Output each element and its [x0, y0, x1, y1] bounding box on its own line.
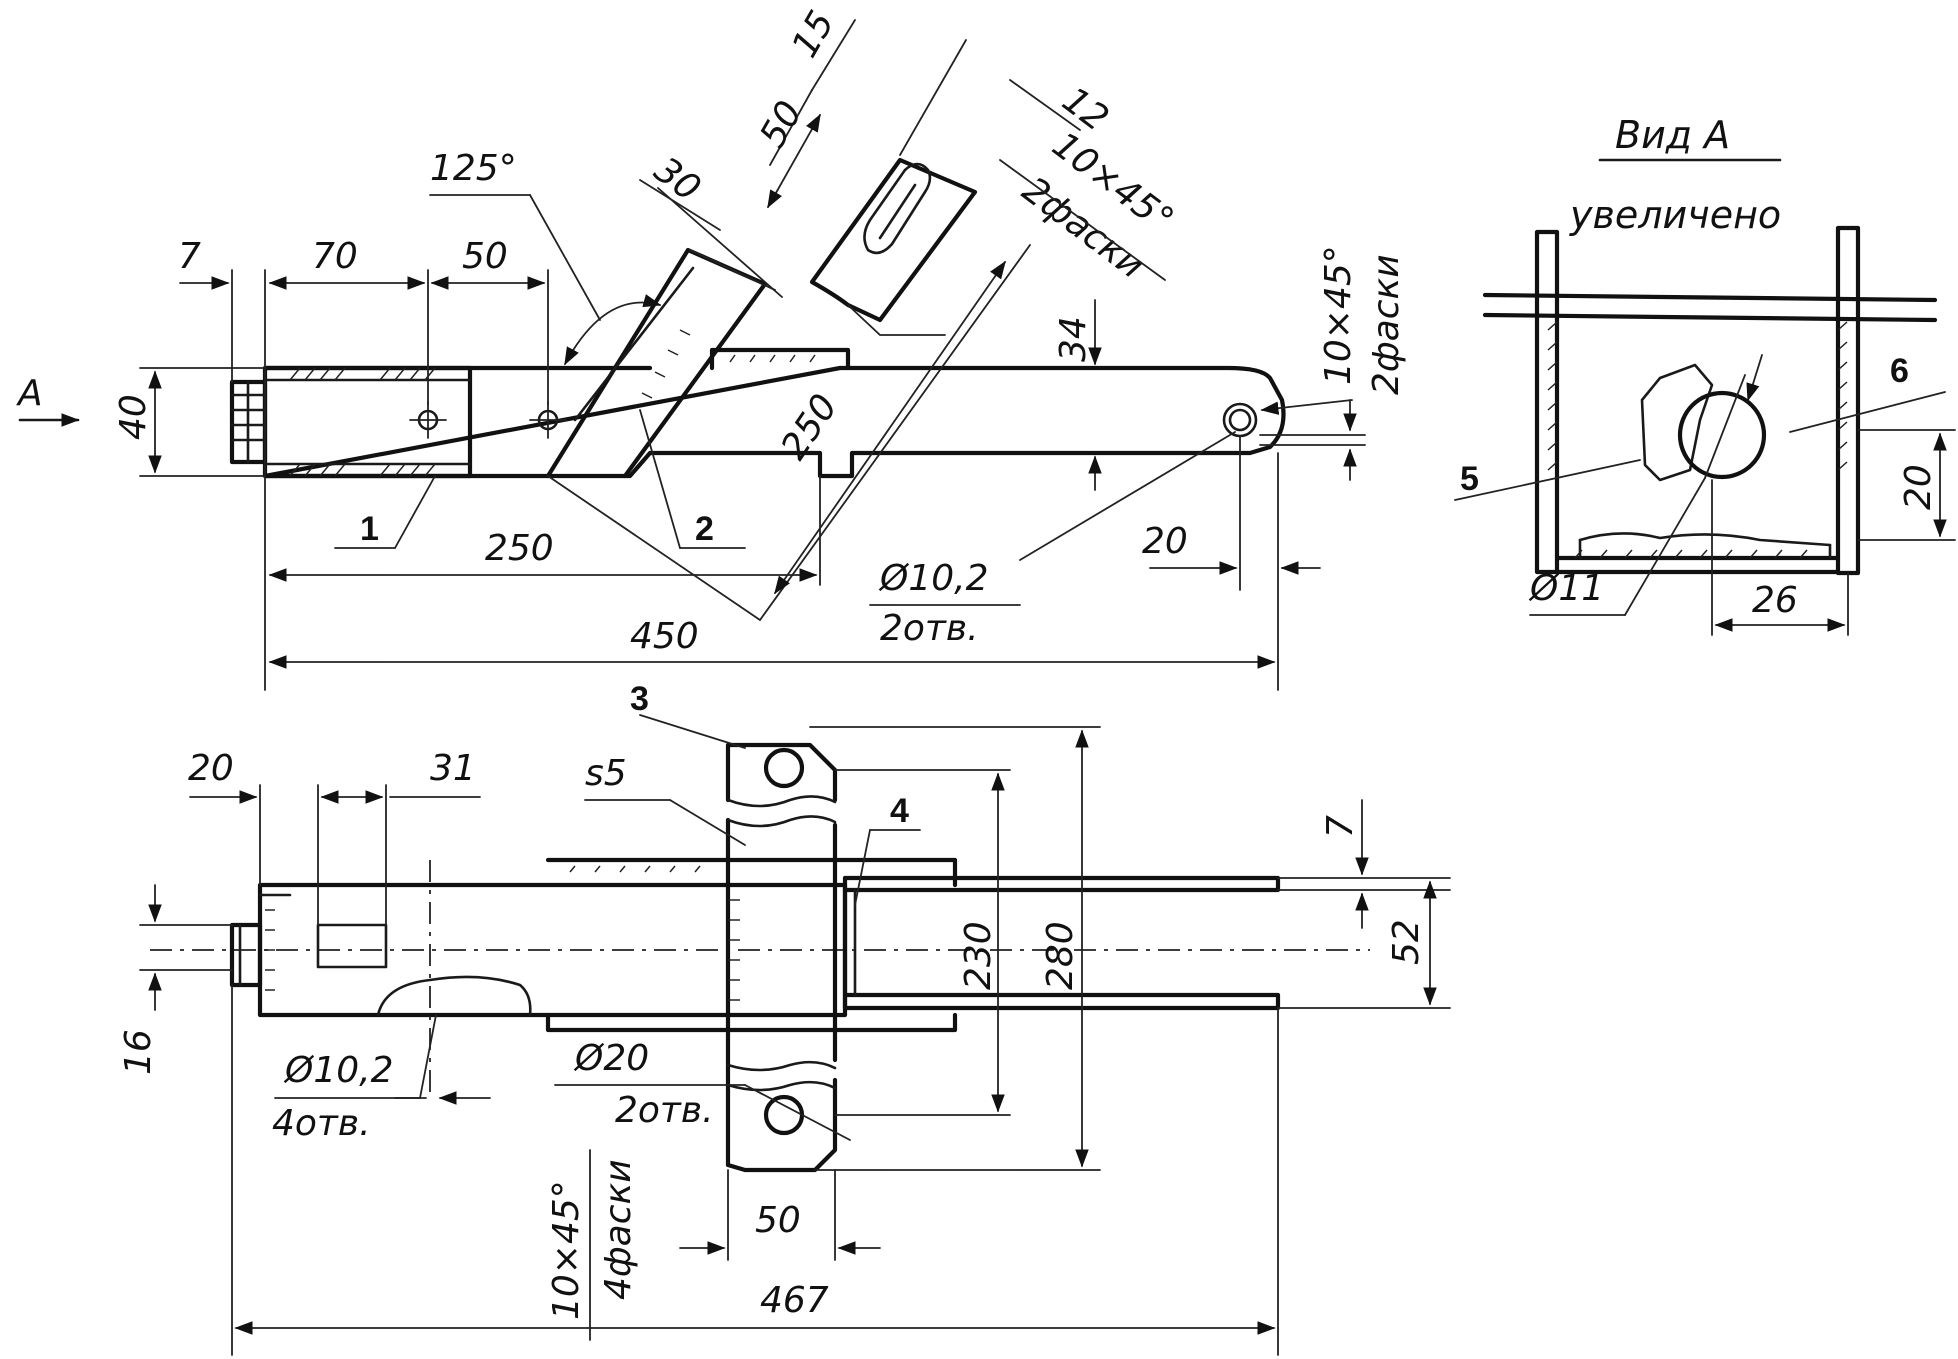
part-label-1: 1 [360, 510, 379, 548]
side-view: 20 31 s5 16 Ø10,2 4отв. Ø20 2отв. 10×45°… [118, 680, 1451, 1356]
chamfer-side-a: 10×45° [546, 1180, 587, 1320]
side-end-cap [229, 922, 263, 988]
part-label-6: 6 [1890, 352, 1909, 390]
beam-outline [262, 365, 1286, 479]
part-label-3: 3 [630, 680, 649, 718]
dim-34: 34 [1053, 316, 1094, 362]
hole1-callout-a: Ø10,2 [283, 1050, 394, 1091]
bottom-plate [1554, 555, 1841, 575]
part-3-bar [725, 742, 838, 1173]
part-label-4: 4 [890, 792, 909, 830]
chamfer2-a: 10×45° [1318, 245, 1359, 385]
part-4-fork [842, 875, 1281, 1011]
dim-s5: s5 [585, 753, 627, 794]
hole-callout-b: 2отв. [880, 608, 979, 649]
dim-52: 52 [1386, 919, 1427, 965]
dim-250-horizontal: 250 [485, 528, 554, 569]
dim-50-side: 50 [755, 1200, 801, 1241]
view-a: Вид А увеличено [1454, 113, 1956, 636]
dim-7-side: 7 [1320, 815, 1361, 838]
dim-70: 70 [312, 236, 358, 277]
dim-230: 230 [958, 921, 999, 990]
dim-31: 31 [430, 748, 476, 789]
hole1-callout-b: 4отв. [272, 1103, 371, 1144]
dim-20-side: 20 [188, 748, 234, 789]
dim-30: 30 [647, 149, 708, 209]
part-label-2: 2 [695, 510, 714, 548]
view-a-title: Вид А [1615, 113, 1730, 157]
rod [1482, 292, 1938, 323]
dim-20-view-a: 20 [1898, 464, 1939, 510]
bar-hole-top [763, 747, 805, 789]
dim-40: 40 [113, 394, 154, 440]
view-a-subtitle: увеличено [1569, 193, 1781, 237]
bottom-strip [545, 1012, 958, 1033]
part-5-bracket [1640, 363, 1714, 482]
chamfer-side-b: 4фаски [598, 1159, 639, 1300]
dim-280: 280 [1040, 921, 1081, 990]
slot [863, 162, 932, 255]
view-a-arrow-label: A [16, 373, 43, 414]
dim-16: 16 [118, 1029, 159, 1075]
dim-26: 26 [1752, 580, 1798, 621]
top-view: 7 70 50 40 A 125° 30 15 50 12 10×45° 2фа… [16, 4, 1407, 691]
part-label-5: 5 [1460, 460, 1479, 498]
dim-dia-11: Ø11 [1528, 568, 1604, 609]
tube-hatching [289, 367, 436, 477]
dim-7: 7 [178, 236, 201, 277]
part-6-circle [1677, 390, 1767, 480]
chamfer2-b: 2фаски [1366, 254, 1407, 395]
right-wall [1835, 225, 1861, 576]
dim-20-top: 20 [1142, 521, 1188, 562]
hole2-callout-a: Ø20 [573, 1038, 649, 1079]
dim-50: 50 [462, 236, 508, 277]
hole2-callout-b: 2отв. [615, 1090, 714, 1131]
dim-467: 467 [760, 1280, 829, 1321]
part-1-tube [262, 365, 473, 479]
dim-450: 450 [630, 616, 699, 657]
left-wall [1534, 229, 1560, 575]
weld [376, 975, 532, 1017]
bar-hole-bottom [763, 1094, 805, 1136]
slot-rect [316, 923, 388, 969]
hole-callout-a: Ø10,2 [878, 558, 989, 599]
dim-angle-125: 125° [430, 148, 517, 189]
top-strip [545, 857, 958, 888]
